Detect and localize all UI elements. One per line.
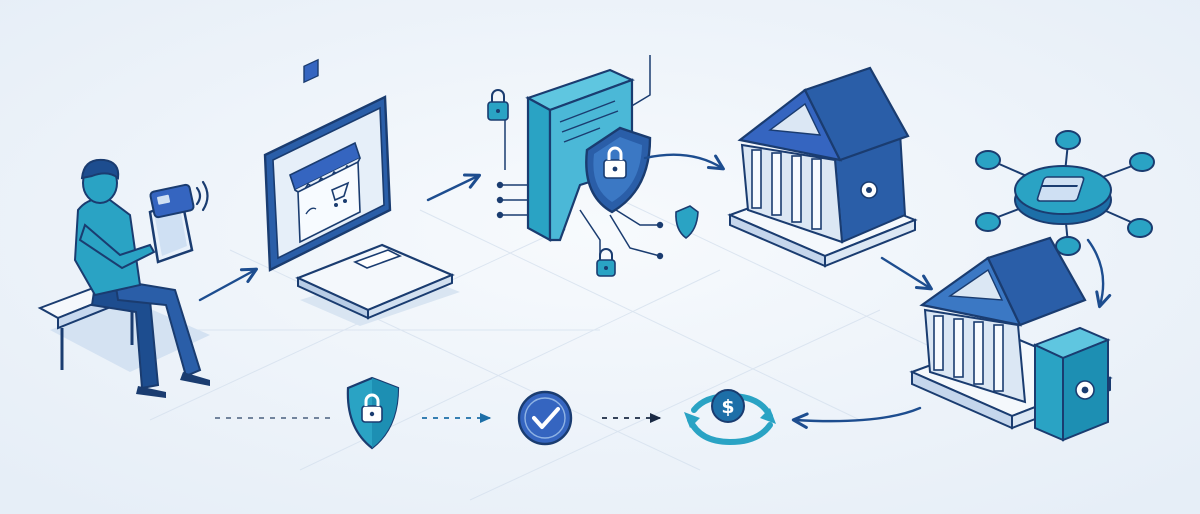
issuing-bank-icon — [909, 236, 1113, 442]
svg-text:$: $ — [721, 396, 734, 418]
shield-lock-icon — [346, 376, 400, 450]
acquiring-bank-icon — [727, 66, 918, 268]
card-network-hub-icon — [975, 130, 1155, 256]
payment-gateway-icon — [487, 55, 699, 277]
padlock-icon — [596, 248, 616, 277]
arrow-issuer-to-settlement — [791, 406, 922, 429]
customer-person-icon — [37, 158, 210, 398]
online-store-laptop-icon — [263, 58, 460, 326]
arrow-customer-to-store — [198, 267, 258, 302]
arrow-gateway-to-bank — [643, 153, 725, 171]
arrow-store-to-gateway — [426, 173, 482, 202]
dollar-cycle-icon: $ — [684, 389, 776, 446]
padlock-icon — [487, 89, 509, 121]
arrow-network-to-issuer — [1086, 238, 1112, 309]
arrow-bank-to-issuer — [880, 256, 933, 291]
check-circle-icon — [517, 390, 573, 446]
